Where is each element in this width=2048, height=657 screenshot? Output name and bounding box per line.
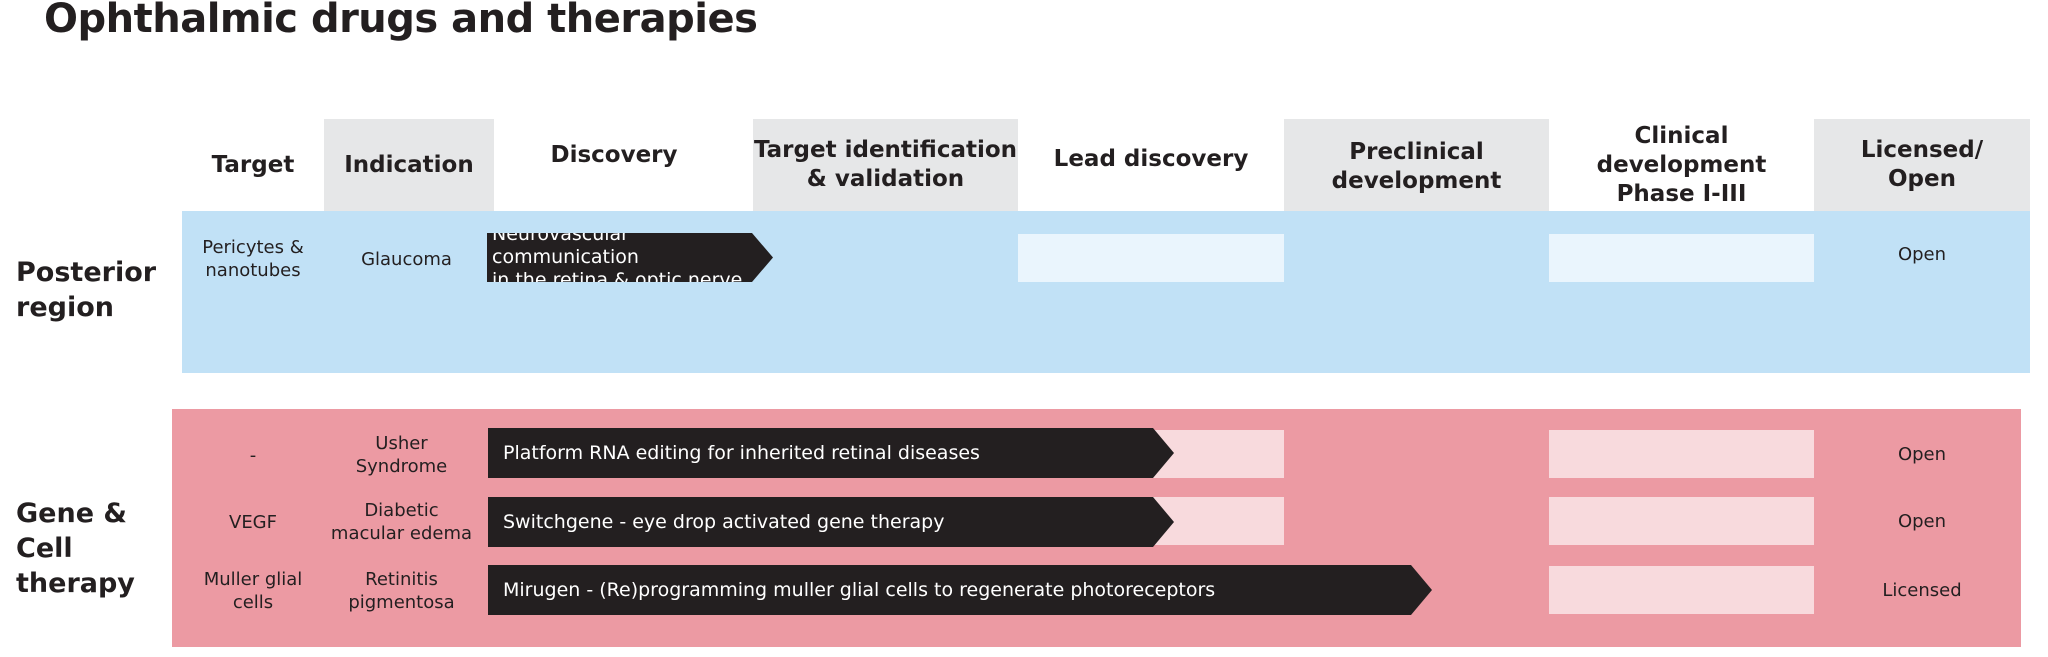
cell-status: Open bbox=[1897, 510, 1947, 532]
stage-cell-lead-discovery bbox=[1018, 234, 1284, 282]
column-header-discovery: Discovery bbox=[550, 141, 678, 168]
cell-status: Open bbox=[1897, 243, 1947, 265]
cell-target: - bbox=[249, 444, 257, 466]
stage-cell-clinical bbox=[1549, 430, 1814, 478]
column-header-target: Target bbox=[211, 151, 295, 178]
cell-target: Pericytes & nanotubes bbox=[202, 237, 304, 281]
column-header-licensed: Licensed/ Open bbox=[1860, 137, 1984, 192]
cell-indication: Diabetic macular edema bbox=[330, 500, 473, 544]
cell-target: Muller glial cells bbox=[203, 569, 303, 613]
cell-indication: Retinitis pigmentosa bbox=[348, 569, 455, 613]
program-arrow: Neurovascular communication in the retin… bbox=[487, 233, 773, 282]
program-arrow: Switchgene - eye drop activated gene the… bbox=[488, 497, 1174, 547]
section-label-gene-cell: Gene & Cell therapy bbox=[16, 498, 135, 599]
cell-status: Licensed bbox=[1882, 579, 1962, 601]
cell-indication: Usher Syndrome bbox=[355, 433, 448, 477]
header-bg-target-identification bbox=[753, 119, 1018, 211]
column-header-clinical: Clinical development Phase I-III bbox=[1596, 122, 1767, 207]
column-header-indication: Indication bbox=[344, 151, 474, 178]
section-label-posterior: Posterior region bbox=[16, 257, 157, 323]
stage-cell-clinical bbox=[1549, 497, 1814, 545]
program-arrow: Mirugen - (Re)programming muller glial c… bbox=[488, 565, 1432, 615]
cell-status: Open bbox=[1897, 443, 1947, 465]
column-header-target-identification: Target identification & validation bbox=[753, 137, 1018, 192]
column-header-lead-discovery: Lead discovery bbox=[1053, 145, 1249, 172]
cell-target: VEGF bbox=[229, 511, 277, 533]
cell-indication: Glaucoma bbox=[361, 248, 452, 270]
stage-cell-clinical bbox=[1549, 234, 1814, 282]
header-bg-preclinical bbox=[1284, 119, 1549, 214]
header-bg-licensed bbox=[1814, 119, 2030, 211]
stage-cell-clinical bbox=[1549, 566, 1814, 614]
header-bg-indication bbox=[324, 119, 494, 211]
column-header-preclinical: Preclinical development bbox=[1331, 138, 1502, 194]
program-arrow: Platform RNA editing for inherited retin… bbox=[488, 428, 1174, 478]
page-title: Ophthalmic drugs and therapies bbox=[44, 0, 758, 42]
